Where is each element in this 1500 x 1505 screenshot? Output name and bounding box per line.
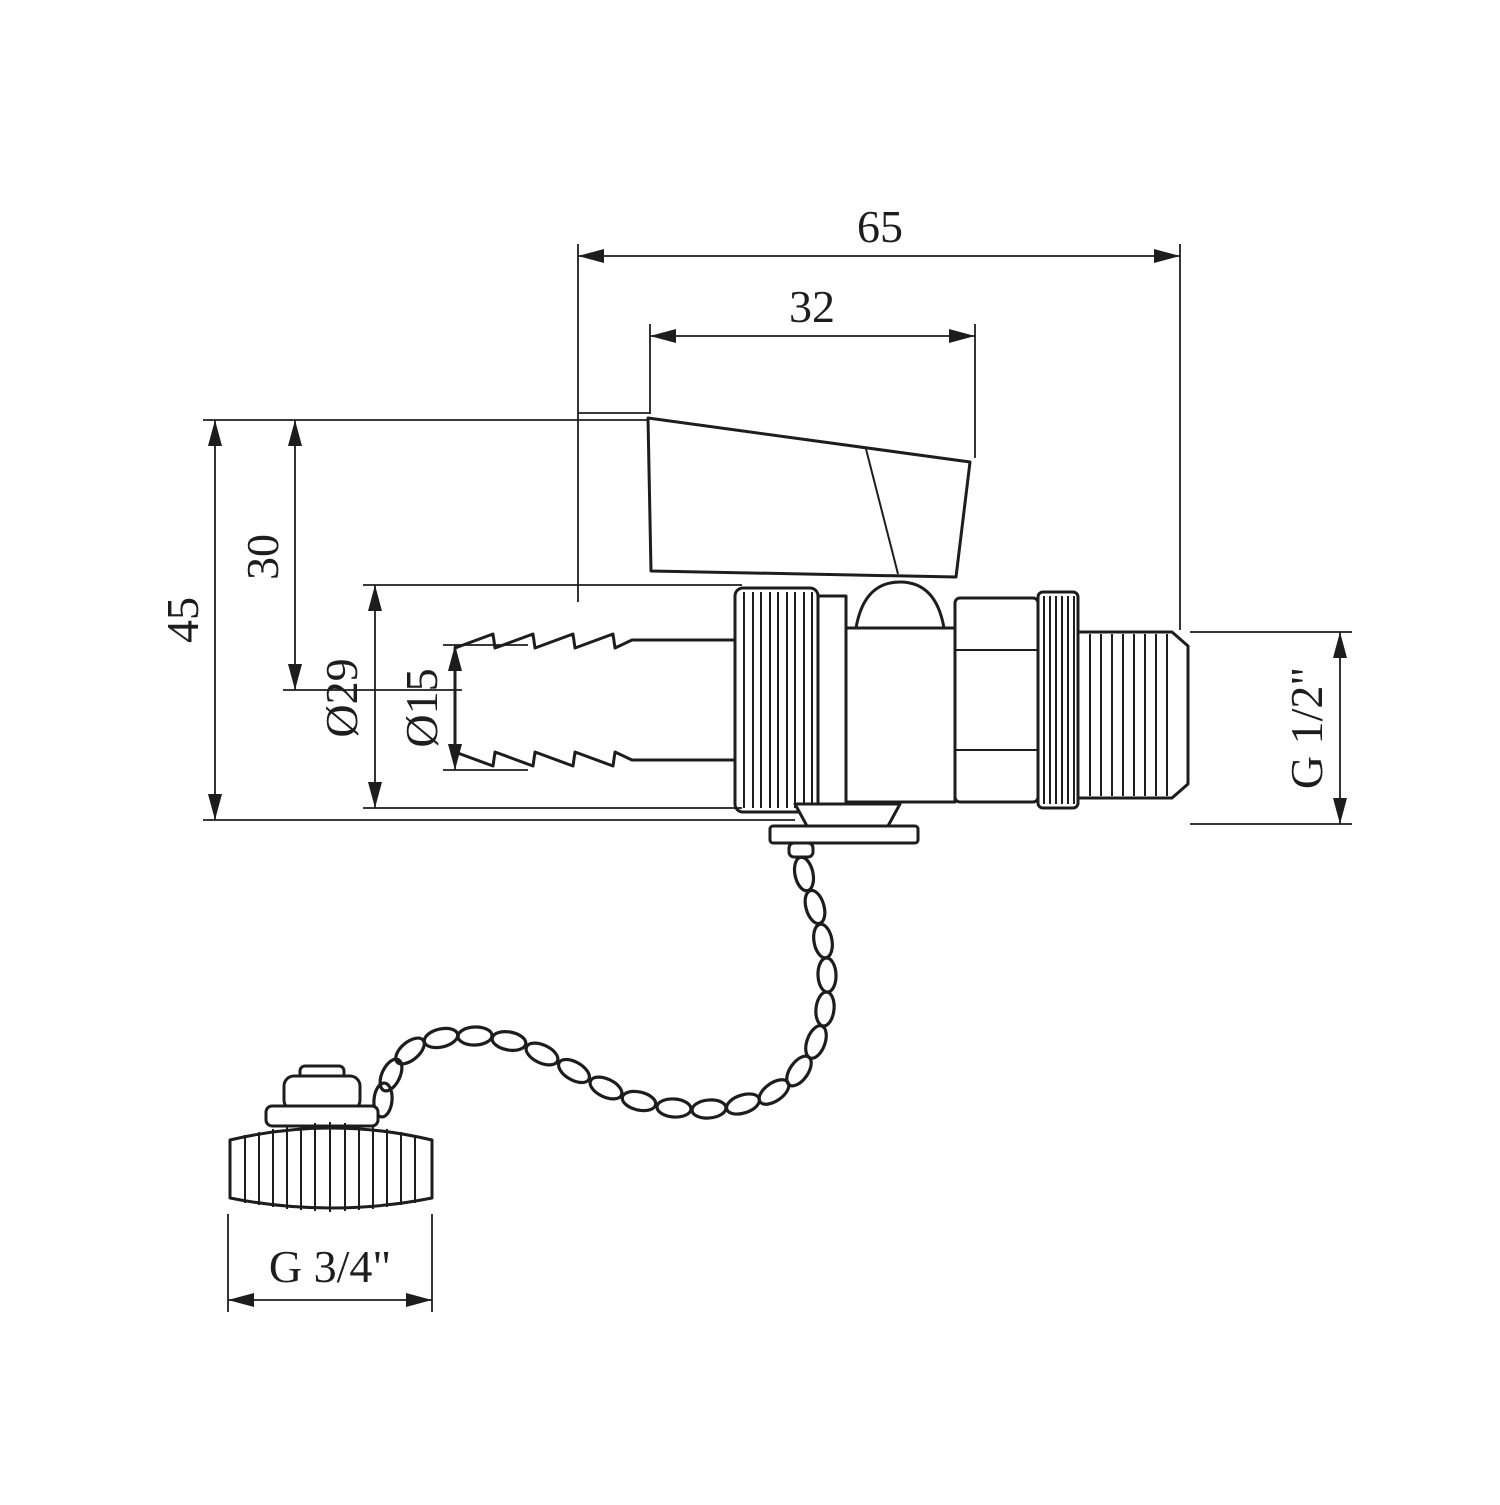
drain-port (768, 802, 920, 859)
threaded-connection-g12 (1076, 630, 1190, 800)
union-flange (816, 594, 848, 806)
valve-handle (646, 416, 972, 579)
dim-label-d29: Ø29 (316, 658, 367, 737)
safety-chain (372, 855, 838, 1120)
hose-barb-outlet (453, 632, 737, 768)
dimension-diameter-29: Ø29 (316, 584, 742, 809)
dim-label-30: 30 (237, 534, 288, 580)
dim-label-65: 65 (857, 201, 903, 252)
dim-label-g34: G 3/4" (269, 1241, 391, 1292)
hex-nut (953, 596, 1040, 804)
union-nut-knurled (733, 586, 820, 814)
dim-label-g12: G 1/2" (1281, 667, 1332, 789)
dimension-diameter-15: Ø15 (396, 644, 528, 771)
valve-body (844, 626, 957, 804)
dimension-height-45: 45 (157, 419, 795, 821)
protective-cap-g34 (228, 1064, 434, 1212)
dim-label-32: 32 (789, 281, 835, 332)
dim-label-d15: Ø15 (396, 668, 447, 747)
dimension-thread-g12: G 1/2" (1190, 631, 1352, 825)
handle-stem-collar (854, 580, 946, 630)
dim-label-45: 45 (157, 597, 208, 643)
dimension-overall-length: 65 (577, 201, 1181, 630)
dimension-handle-length: 32 (649, 281, 976, 458)
lock-ring-knurled (1036, 590, 1080, 810)
cap-flange (264, 1104, 380, 1128)
dimension-thread-g34: G 3/4" (227, 1214, 433, 1312)
dimension-height-30: 30 (237, 420, 462, 691)
